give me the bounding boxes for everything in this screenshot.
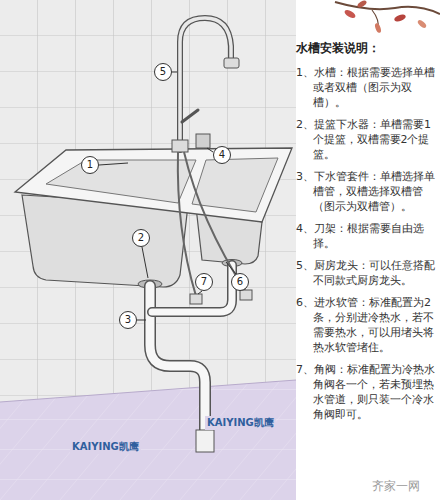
- callout-number: 3: [119, 311, 137, 329]
- instruction-item: 4、刀架：根据需要自由选择。: [296, 221, 436, 251]
- instruction-panel: 水槽安装说明： 1、水槽：根据需要选择单槽或者双槽（图示为双槽）。 2、提篮下水器：…: [296, 40, 436, 429]
- callout-number: 2: [132, 229, 150, 247]
- callout-number: 5: [154, 63, 172, 81]
- instruction-item: 1、水槽：根据需要选择单槽或者双槽（图示为双槽）。: [296, 65, 436, 110]
- branch-ornament: [335, 0, 440, 34]
- watermark: 齐家一网: [372, 478, 420, 495]
- callout-number: 4: [213, 146, 231, 164]
- instruction-item: 6、进水软管：标准配置为2条，分别进冷热水，若不需要热水，可以用堵头将热水软管堵…: [296, 295, 436, 355]
- instruction-item: 7、角阀：标准配置为冷热水角阀各一个，若未预埋热水管道，则只装一个冷水角阀即可。: [296, 362, 436, 422]
- instruction-item: 2、提篮下水器：单槽需要1个提篮，双槽需要2个提篮。: [296, 117, 436, 162]
- diagram-title: 水槽安装说明：: [296, 40, 436, 57]
- callout-number: 1: [81, 156, 99, 174]
- instruction-item: 5、厨房龙头：可以任意搭配不同款式厨房龙头。: [296, 258, 436, 288]
- callout-number: 6: [231, 273, 249, 291]
- watermark: KAIYING凯鹰: [205, 416, 276, 430]
- instruction-item: 3、下水管套件：单槽选择单槽管，双槽选择双槽管（图示为双槽管）。: [296, 169, 436, 214]
- leader-lines: [99, 72, 236, 320]
- callout-number: 7: [195, 273, 213, 291]
- watermark: KAIYING凯鹰: [70, 440, 141, 454]
